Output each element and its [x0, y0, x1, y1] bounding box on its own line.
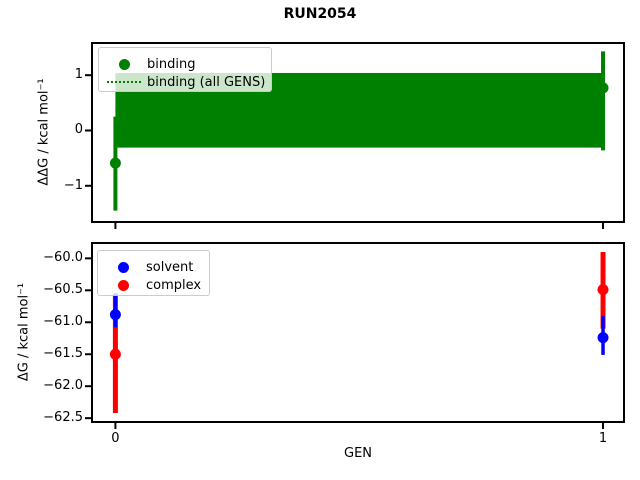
legend-label-binding: binding [147, 56, 196, 72]
y-tick-label: −60.5 [43, 282, 83, 298]
legend-entry-binding-all-gens: binding (all GENS) [99, 73, 271, 91]
y-tick-label: −62.0 [43, 377, 83, 393]
legend-label-solvent: solvent [146, 259, 194, 275]
top-legend: binding binding (all GENS) [98, 47, 272, 92]
y-tick-label: −60.0 [43, 250, 83, 266]
y-tick-label: −1 [63, 177, 83, 193]
bottom-axes-plot-area [85, 242, 625, 429]
figure-title: RUN2054 [283, 6, 357, 22]
x-axis-label: GEN [343, 446, 373, 461]
y-tick-label: 1 [74, 66, 83, 82]
complex-point-marker [597, 284, 609, 296]
x-tick-label: 0 [111, 431, 120, 446]
axes-frame [91, 242, 625, 423]
complex-dot-icon [117, 279, 129, 291]
legend-entry-binding: binding [99, 55, 271, 73]
legend-marker-cell [105, 58, 143, 70]
binding-point-marker [597, 82, 609, 94]
legend-label-binding-all-gens: binding (all GENS) [147, 74, 266, 90]
top-y-axis-label: ΔΔG / kcal mol⁻¹ [36, 78, 52, 186]
complex-point-marker [109, 348, 121, 360]
x-tick-label: 1 [598, 431, 608, 446]
plot-canvas [85, 242, 625, 429]
binding-dot-icon [118, 58, 130, 70]
dotted-line-icon [107, 81, 141, 83]
y-tick-label: −61.0 [43, 314, 83, 330]
legend-entry-solvent: solvent [98, 258, 209, 276]
legend-marker-cell [105, 81, 143, 83]
bottom-legend: solvent complex [97, 250, 210, 296]
y-tick-label: −61.5 [43, 345, 83, 361]
solvent-point-marker [597, 332, 609, 344]
legend-marker-cell [104, 261, 142, 273]
y-tick-label: −62.5 [43, 409, 83, 425]
axes-frame [91, 42, 625, 223]
legend-entry-complex: complex [98, 276, 209, 294]
solvent-dot-icon [117, 261, 129, 273]
legend-label-complex: complex [146, 277, 202, 293]
y-tick-label: 0 [74, 122, 83, 138]
binding-point-marker [109, 157, 121, 169]
bottom-y-axis-label: ΔG / kcal mol⁻¹ [16, 282, 32, 382]
solvent-point-marker [109, 309, 121, 321]
legend-marker-cell [104, 279, 142, 291]
